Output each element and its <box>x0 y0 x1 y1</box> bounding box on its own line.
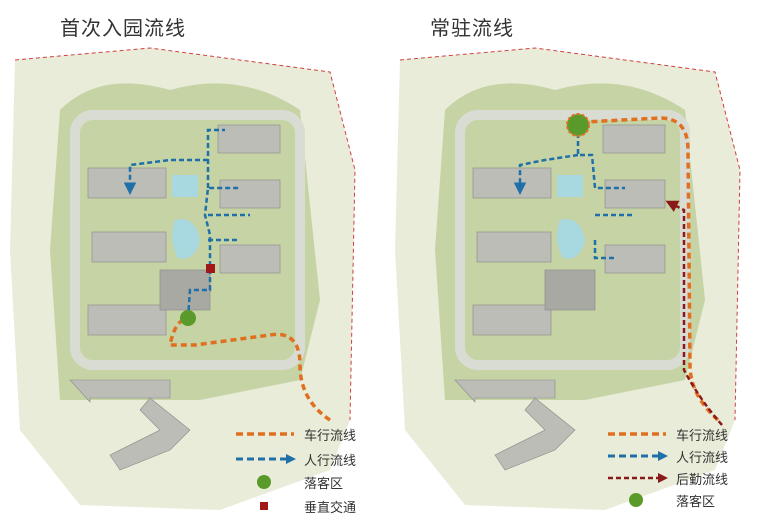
site-plan-left <box>10 47 356 510</box>
pool <box>557 175 583 197</box>
south-building-wing <box>109 397 191 471</box>
pedestrian-route <box>520 125 635 260</box>
building-6 <box>604 244 666 274</box>
pond <box>172 219 200 259</box>
legend-label: 落客区 <box>304 476 344 492</box>
building-5 <box>604 179 666 209</box>
legend-item-vehicle: 车行流线 <box>234 424 356 444</box>
building-3 <box>472 304 552 336</box>
service-route <box>665 200 723 426</box>
dashed-arrow-icon <box>608 473 668 483</box>
south-building-wing <box>494 397 576 471</box>
circle-icon <box>257 475 271 489</box>
legend-item-vehicle: 车行流线 <box>606 424 728 444</box>
vehicle-route <box>167 316 331 422</box>
legend-item-vertical: 垂直交通 <box>234 496 356 516</box>
legend-item-pedestrian: 人行流线 <box>606 446 728 466</box>
building-2 <box>91 231 167 263</box>
building-4 <box>602 124 666 154</box>
legend-left: 车行流线 人行流线 落客区 垂直交通 <box>234 424 394 520</box>
dashed-line-icon <box>236 432 294 436</box>
dashed-line-icon <box>608 432 666 436</box>
building-1 <box>472 167 552 199</box>
dashed-arrow-icon <box>236 454 296 464</box>
square-icon <box>260 502 268 510</box>
dropoff-point <box>180 310 196 326</box>
vehicle-route <box>577 116 720 422</box>
legend-label: 人行流线 <box>304 453 357 469</box>
building-6 <box>219 244 281 274</box>
legend-right: 车行流线 人行流线 后勤流线 落客区 <box>606 424 756 520</box>
building-3 <box>87 304 167 336</box>
legend-item-pedestrian: 人行流线 <box>234 449 356 469</box>
building-5 <box>219 179 281 209</box>
legend-label: 人行流线 <box>676 450 729 466</box>
site-boundary <box>14 47 356 421</box>
dashed-arrow-icon <box>608 451 668 461</box>
south-building <box>69 379 171 403</box>
building-2 <box>476 231 552 263</box>
building-4 <box>217 124 281 154</box>
legend-label: 车行流线 <box>676 428 729 444</box>
site-plan-right <box>395 47 741 510</box>
panel-title-resident: 常驻流线 <box>430 16 514 40</box>
legend-item-dropoff: 落客区 <box>234 472 343 492</box>
clubhouse <box>544 269 596 311</box>
legend-item-service: 后勤流线 <box>606 468 728 488</box>
legend-item-dropoff: 落客区 <box>606 490 715 510</box>
internal-road <box>70 110 305 370</box>
circle-icon <box>629 493 643 507</box>
dropoff-point <box>566 113 590 137</box>
site-boundary <box>399 47 741 421</box>
pond <box>557 219 585 259</box>
vertical-transport-point <box>206 264 215 273</box>
legend-label: 车行流线 <box>304 428 357 444</box>
building-1 <box>87 167 167 199</box>
legend-label: 垂直交通 <box>304 500 357 516</box>
south-building <box>454 379 556 403</box>
panel-title-first-entry: 首次入园流线 <box>60 16 186 40</box>
pedestrian-route <box>130 128 250 319</box>
legend-label: 落客区 <box>676 494 716 510</box>
pool <box>172 175 198 197</box>
clubhouse <box>159 269 211 311</box>
legend-label: 后勤流线 <box>676 472 729 488</box>
